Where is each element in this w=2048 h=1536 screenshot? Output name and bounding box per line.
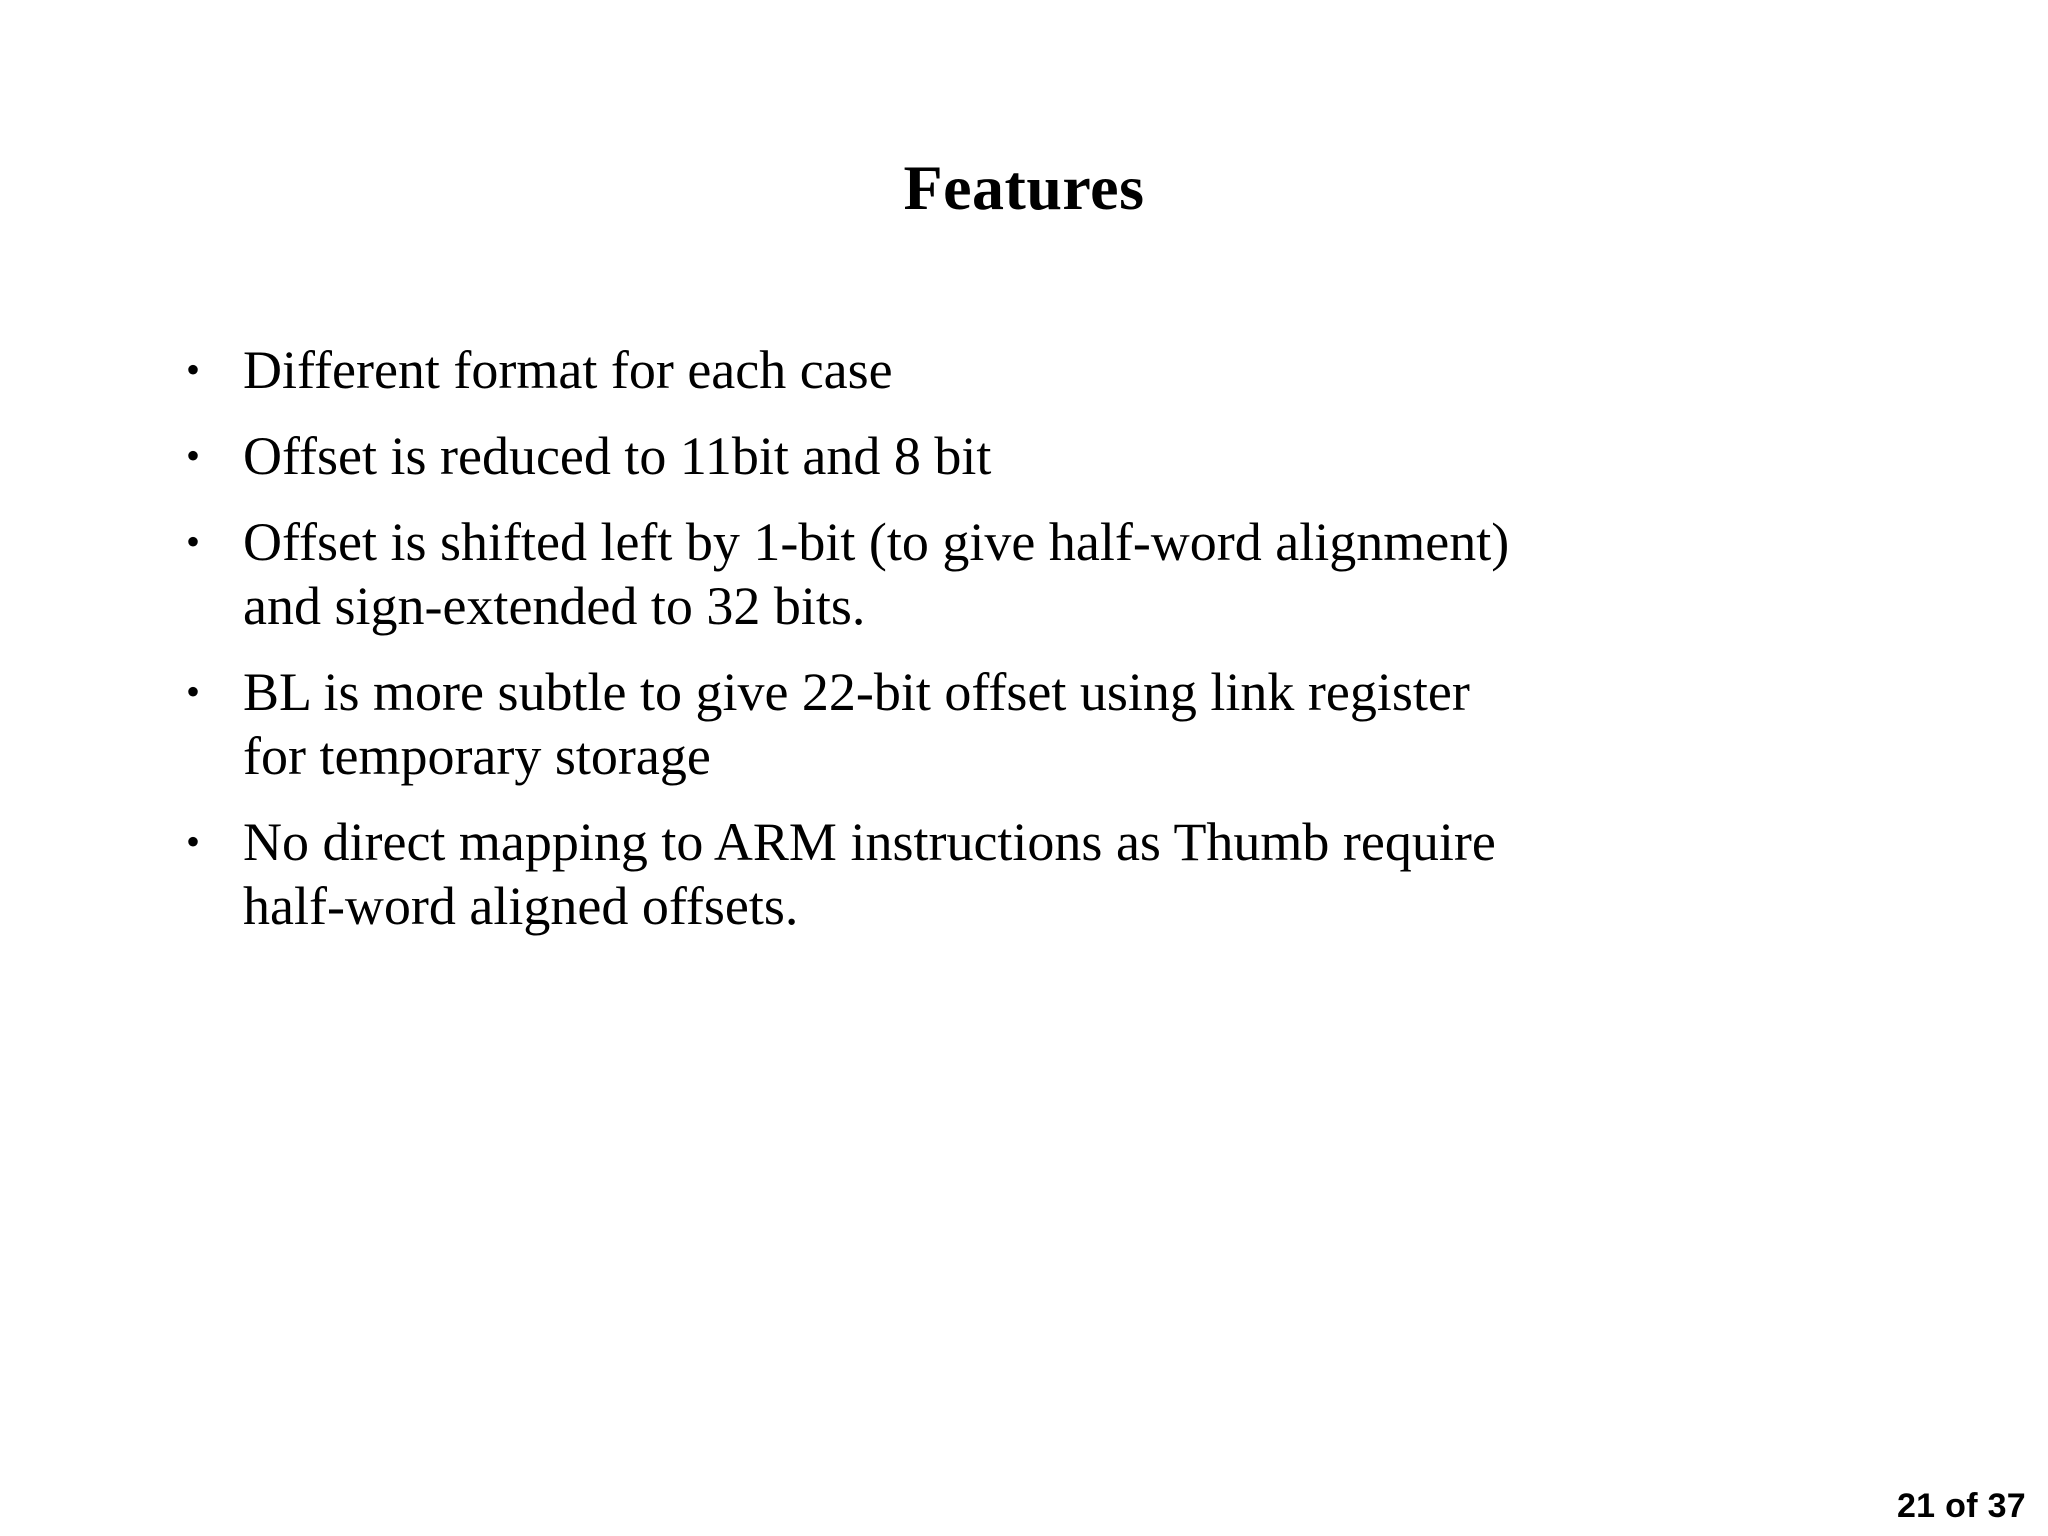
list-item-text: Different format for each case <box>243 340 893 400</box>
list-item: • Different format for each case <box>166 338 1926 402</box>
page-title: Features <box>903 151 1145 223</box>
bullet-list: • Different format for each case • Offse… <box>166 338 1926 938</box>
list-item: • Offset is reduced to 11bit and 8 bit <box>166 424 1926 488</box>
bullet-point-icon: • <box>185 669 200 714</box>
list-item-text: Offset is shifted left by 1-bit (to give… <box>243 512 1510 636</box>
list-item-text: BL is more subtle to give 22-bit offset … <box>243 662 1470 786</box>
list-item: • BL is more subtle to give 22-bit offse… <box>166 660 1926 788</box>
bullet-point-icon: • <box>185 347 200 392</box>
list-item: • Offset is shifted left by 1-bit (to gi… <box>166 510 1926 638</box>
bullet-point-icon: • <box>185 433 200 478</box>
bullet-point-icon: • <box>185 819 200 864</box>
page-number: 21 of 37 <box>1896 1487 2026 1525</box>
list-item: • No direct mapping to ARM instructions … <box>166 810 1926 938</box>
list-item-text: Offset is reduced to 11bit and 8 bit <box>243 426 992 486</box>
list-item-text: No direct mapping to ARM instructions as… <box>243 812 1496 936</box>
bullet-point-icon: • <box>185 519 200 564</box>
